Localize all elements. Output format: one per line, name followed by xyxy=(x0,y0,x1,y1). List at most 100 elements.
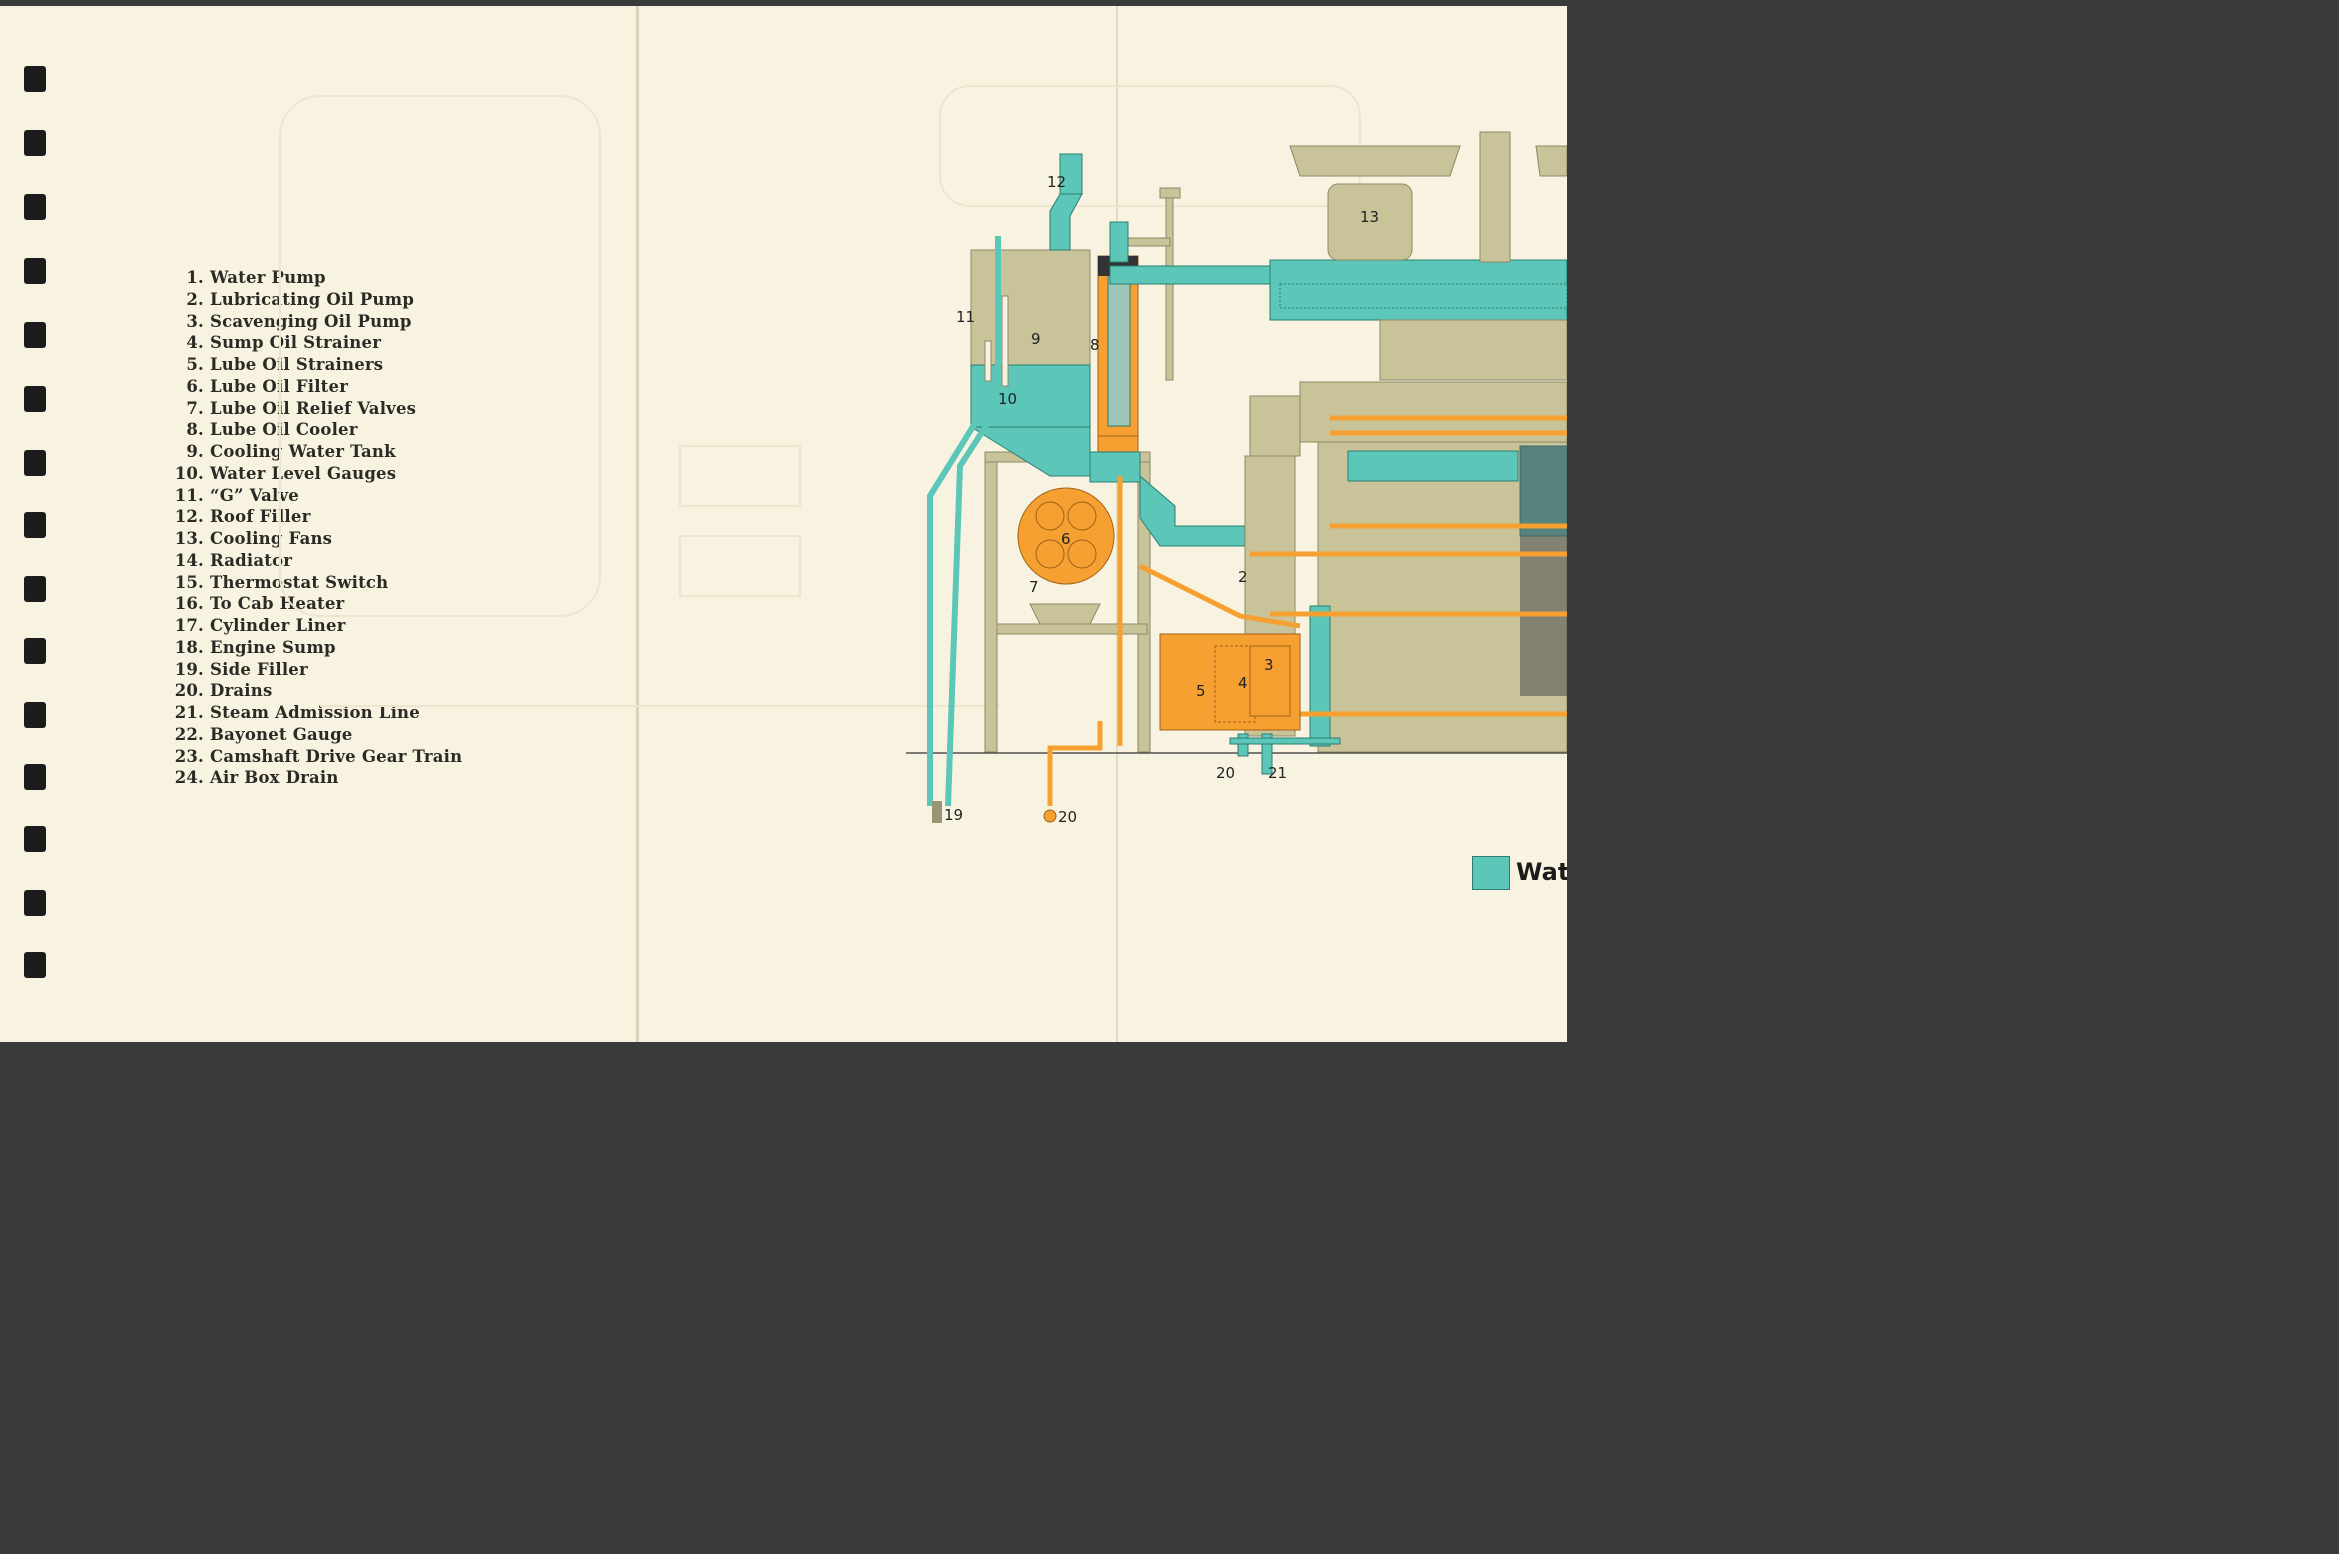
legend-item-label: Thermostat Switch xyxy=(210,572,389,592)
legend-item: 11. “G” Valve xyxy=(168,485,462,507)
steam-admission-valves xyxy=(1229,733,1341,775)
binding-hole xyxy=(24,952,46,978)
binding-hole xyxy=(24,764,46,790)
legend-item-number: 12. xyxy=(174,507,204,527)
callout-20-left: 20 xyxy=(1058,808,1077,826)
legend-item-number: 7. xyxy=(186,398,204,418)
cooling-lubrication-diagram: 12 13 11 9 8 10 6 7 2 3 4 5 20 21 19 20 xyxy=(279,85,1567,826)
binding-hole xyxy=(24,576,46,602)
legend-item: 9. Cooling Water Tank xyxy=(168,441,462,463)
legend-item-label: Roof Filler xyxy=(210,507,311,527)
legend-item: 19.Side Filler xyxy=(168,659,462,681)
callout-19: 19 xyxy=(944,806,963,824)
callout-9: 9 xyxy=(1031,330,1041,348)
legend-item-label: Cooling Water Tank xyxy=(210,442,396,461)
legend-item-number: 18. xyxy=(174,637,204,657)
legend-item-number: 2. xyxy=(186,289,204,309)
legend-item-number: 6. xyxy=(186,376,204,396)
legend-item: 21.Steam Admission Line xyxy=(168,702,462,724)
lube-oil-filter xyxy=(1017,487,1115,585)
legend-item-number: 21. xyxy=(174,703,204,722)
legend-item-number: 3. xyxy=(186,311,204,331)
legend-item-label: Lubricating Oil Pump xyxy=(210,289,415,309)
legend-item-label: Side Filler xyxy=(210,659,308,679)
binding-hole xyxy=(24,826,46,852)
legend-item: 24. Air Box Drain xyxy=(168,767,462,789)
legend-item-label: Drains xyxy=(210,681,273,701)
callout-8: 8 xyxy=(1090,336,1100,354)
legend-item-number: 23. xyxy=(174,746,204,766)
callout-21: 21 xyxy=(1268,764,1287,782)
legend-item-label: Air Box Drain xyxy=(210,768,339,788)
legend-item-label: Engine Sump xyxy=(210,637,336,657)
callout-2: 2 xyxy=(1238,568,1248,586)
cooling-water-tank xyxy=(969,249,1091,477)
callout-20-right: 20 xyxy=(1216,764,1235,782)
water-legend-swatch xyxy=(1472,856,1510,890)
legend-item-label: To Cab Heater xyxy=(210,594,345,614)
legend-item-label: Bayonet Gauge xyxy=(210,724,353,744)
cooling-fan xyxy=(1289,131,1567,263)
legend-item-number: 4. xyxy=(186,333,204,353)
binding-hole xyxy=(24,890,46,916)
callout-11: 11 xyxy=(956,308,975,326)
legend-item-label: Cooling Fans xyxy=(210,529,333,548)
side-filler-pipes xyxy=(927,236,1015,807)
legend-item-number: 9. xyxy=(186,442,204,461)
legend-item: 3.Scavenging Oil Pump xyxy=(168,311,462,333)
drain-nozzle xyxy=(1043,809,1057,823)
legend-item-number: 17. xyxy=(174,616,204,635)
binding-hole xyxy=(24,702,46,728)
legend-item-number: 16. xyxy=(174,594,204,614)
water-header-pipe xyxy=(1089,221,1281,547)
callout-4: 4 xyxy=(1238,674,1248,692)
binding-hole xyxy=(24,258,46,284)
legend-item: 15. Thermostat Switch xyxy=(168,572,462,594)
legend-item-label: Lube Oil Strainers xyxy=(210,355,384,374)
legend-item: 1. Water Pump xyxy=(168,267,462,289)
binding-hole xyxy=(24,450,46,476)
legend-item: 12. Roof Filler xyxy=(168,506,462,528)
side-filler-nozzle xyxy=(932,801,942,823)
legend-item: 18. Engine Sump xyxy=(168,637,462,659)
legend-item: 2. Lubricating Oil Pump xyxy=(168,289,462,311)
legend-item-label: Cylinder Liner xyxy=(210,616,346,635)
strainer-housing xyxy=(1159,633,1301,731)
legend-item: 4.Sump Oil Strainer xyxy=(168,332,462,354)
legend-item: 22.Bayonet Gauge xyxy=(168,724,462,746)
legend-item: 6. Lube Oil Filter xyxy=(168,376,462,398)
callout-3: 3 xyxy=(1264,656,1274,674)
binding-hole xyxy=(24,386,46,412)
legend-item-label: “G” Valve xyxy=(210,485,299,505)
legend-item-number: 24. xyxy=(174,768,204,788)
legend-item: 17. Cylinder Liner xyxy=(168,615,462,637)
relief-valve-bowl xyxy=(1029,603,1101,625)
page-fold xyxy=(636,6,639,1042)
legend-item-number: 11. xyxy=(174,485,204,505)
legend-item-label: Lube Oil Relief Valves xyxy=(210,398,417,418)
legend-item: 23. Camshaft Drive Gear Train xyxy=(168,746,462,768)
show-through-ghost xyxy=(279,85,1361,707)
radiator xyxy=(1269,259,1567,321)
legend-item-number: 1. xyxy=(186,268,204,287)
lube-oil-cooler xyxy=(1097,255,1139,467)
legend-item-label: Lube Oil Cooler xyxy=(210,420,358,440)
legend-item-number: 13. xyxy=(174,529,204,548)
legend-item-label: Lube Oil Filter xyxy=(210,376,349,396)
binding-hole xyxy=(24,66,46,92)
cylinder-liner xyxy=(1520,446,1567,696)
callout-5: 5 xyxy=(1196,682,1206,700)
legend-item: 20.Drains xyxy=(168,680,462,702)
legend-item-number: 15. xyxy=(174,572,204,592)
oil-lines xyxy=(1117,415,1567,746)
binding-hole xyxy=(24,130,46,156)
legend-item-label: Camshaft Drive Gear Train xyxy=(210,746,463,766)
legend-item-label: Water Pump xyxy=(210,268,326,287)
binding-hole xyxy=(24,638,46,664)
binding-hole xyxy=(24,322,46,348)
legend-item-number: 10. xyxy=(174,463,204,483)
legend-item-label: Water Level Gauges xyxy=(210,463,397,483)
legend-item-number: 8. xyxy=(186,420,204,440)
